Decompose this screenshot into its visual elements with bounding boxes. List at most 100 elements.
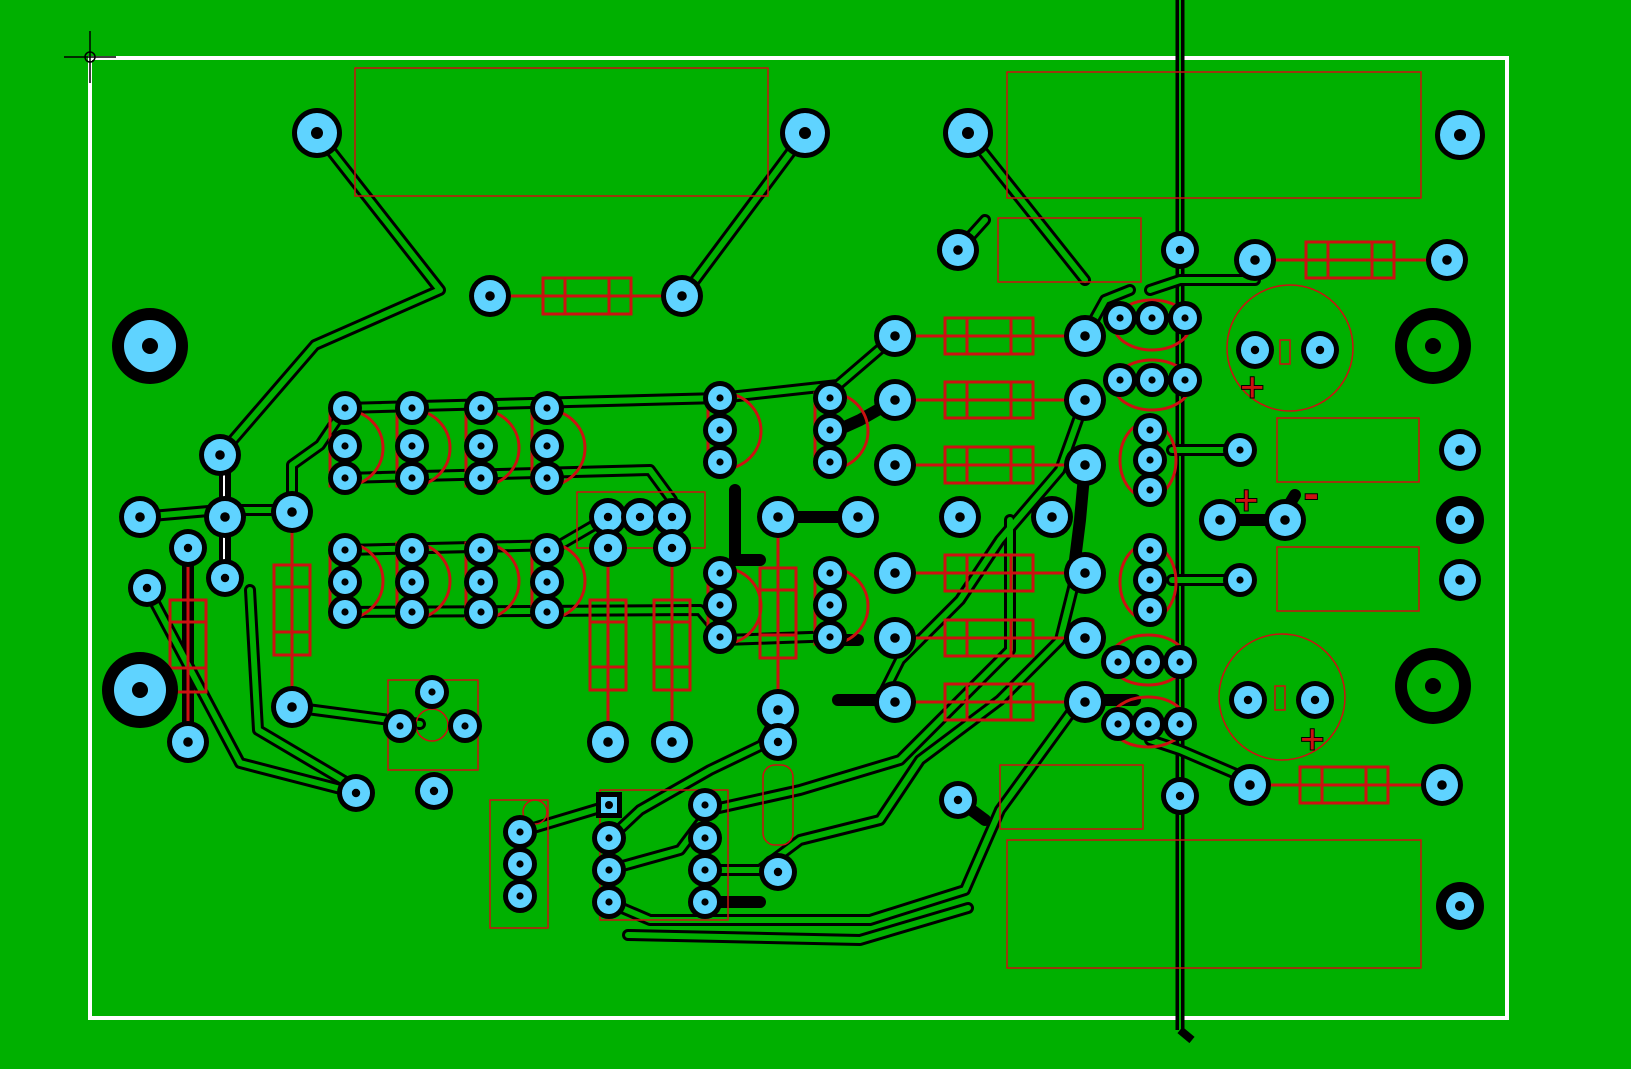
pad [119, 496, 161, 538]
pad [206, 559, 244, 597]
pad [688, 788, 722, 822]
pad [661, 275, 703, 317]
silkscreen-layer [354, 67, 1422, 969]
pad [592, 853, 626, 887]
pad [1064, 552, 1106, 594]
mounting-hole-right-4 [1436, 496, 1484, 544]
pad [448, 709, 482, 743]
pad [503, 879, 537, 913]
pad [464, 565, 498, 599]
resistor-r3 [895, 380, 1085, 420]
pad [530, 595, 564, 629]
pad [1168, 301, 1202, 335]
pad [688, 885, 722, 919]
pad [1131, 645, 1165, 679]
pad [169, 529, 207, 567]
pad [395, 391, 429, 425]
pad [592, 885, 626, 919]
mounting-hole-bottom-right [1395, 648, 1471, 724]
pad [1199, 499, 1241, 541]
mounting-hole-top-right [1395, 308, 1471, 384]
pad [167, 721, 209, 763]
mounting-hole-right-3 [1436, 882, 1484, 930]
resistor-r12 [588, 545, 628, 742]
pad [1223, 433, 1257, 467]
pad [1064, 681, 1106, 723]
pad [1101, 645, 1135, 679]
pad [759, 853, 797, 891]
polarity-markers: + - + + [1232, 367, 1328, 760]
resistor-r9 [1250, 765, 1442, 805]
pad [653, 498, 691, 536]
trace-layer [134, 127, 1301, 946]
pad [1223, 563, 1257, 597]
pad [337, 774, 375, 812]
polarity-plus-2: + [1232, 480, 1261, 520]
resistor-r5 [895, 553, 1085, 593]
pad [271, 491, 313, 533]
pad [939, 496, 981, 538]
pad [587, 721, 629, 763]
resistor-r10 [168, 548, 208, 742]
pad [813, 620, 847, 654]
pad [199, 434, 241, 476]
pad [1168, 363, 1202, 397]
origin-crosshair-icon [64, 31, 116, 83]
resistor-r11 [272, 512, 312, 707]
mounting-holes [102, 308, 1484, 930]
pad [1135, 363, 1169, 397]
pad [874, 315, 916, 357]
pad [328, 429, 362, 463]
pad [589, 498, 627, 536]
pad [395, 461, 429, 495]
mounting-hole-bottom-left [102, 652, 178, 728]
pad [874, 444, 916, 486]
pad [1064, 444, 1106, 486]
resistor-r1 [490, 276, 682, 316]
pad [653, 529, 691, 567]
pad [328, 595, 362, 629]
pad [651, 721, 693, 763]
pad [813, 556, 847, 590]
pad [1229, 681, 1267, 719]
pad [837, 496, 879, 538]
pad [1133, 473, 1167, 507]
pad [1064, 379, 1106, 421]
pad [589, 529, 627, 567]
pad [1296, 681, 1334, 719]
pad [874, 552, 916, 594]
pad [1064, 315, 1106, 357]
resistor-outlines [168, 240, 1447, 805]
pad [1133, 593, 1167, 627]
pad [1301, 331, 1339, 369]
pad [1421, 764, 1463, 806]
pad [1131, 707, 1165, 741]
pad [328, 461, 362, 495]
pad [813, 588, 847, 622]
resistor-r13 [652, 545, 692, 742]
pad [1133, 563, 1167, 597]
pad [939, 781, 977, 819]
pad [292, 108, 342, 158]
pad [1133, 443, 1167, 477]
resistor-r2 [895, 316, 1085, 356]
pad [204, 496, 246, 538]
pad [621, 498, 659, 536]
resistor-r14 [758, 517, 798, 710]
pad [703, 556, 737, 590]
pad [395, 595, 429, 629]
pad [688, 821, 722, 855]
pad [1101, 707, 1135, 741]
pad [874, 617, 916, 659]
pad [1234, 239, 1276, 281]
pad [328, 533, 362, 567]
pad [1161, 231, 1199, 269]
pad [874, 379, 916, 421]
pad [1229, 764, 1271, 806]
pad [592, 821, 626, 855]
pad [383, 709, 417, 743]
pad [1161, 777, 1199, 815]
resistor-r4 [895, 445, 1085, 485]
